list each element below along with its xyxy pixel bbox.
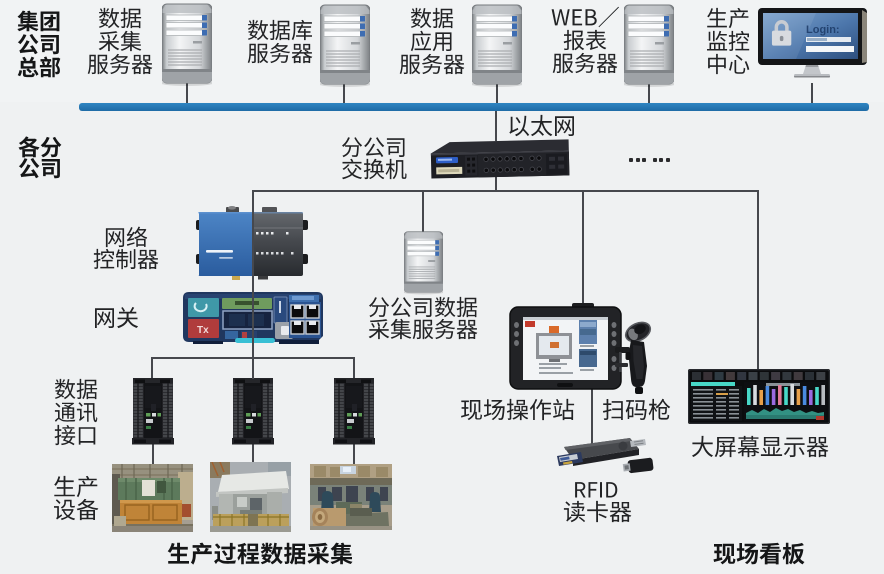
svg-text:Tx: Tx (197, 325, 209, 336)
svg-text:Login:: Login: (806, 24, 840, 36)
